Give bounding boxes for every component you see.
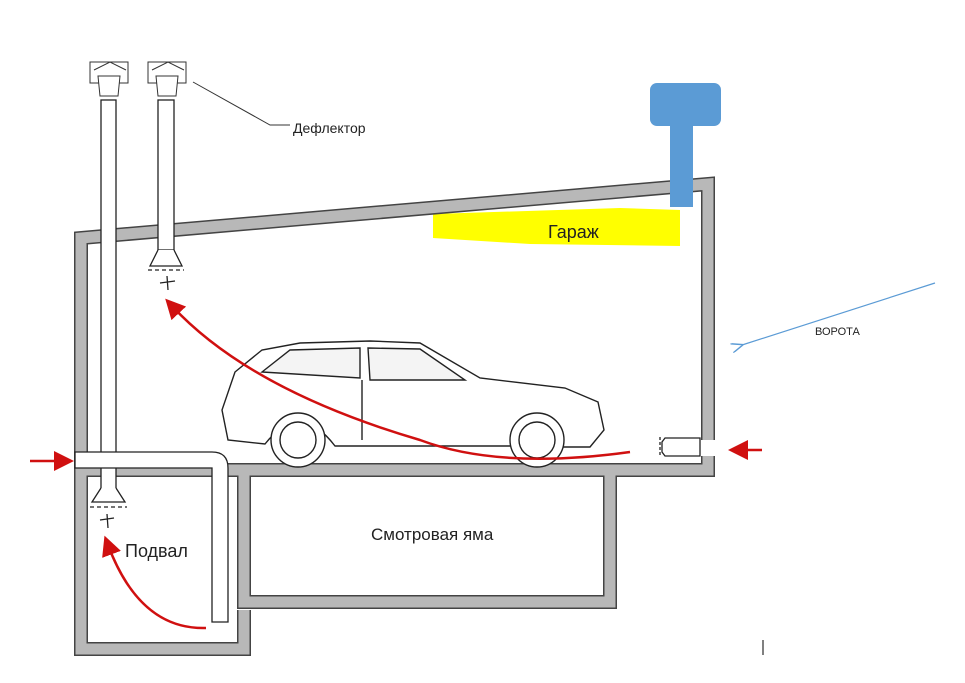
fan-icon <box>99 275 176 529</box>
garage-highlight <box>433 208 680 246</box>
pit-label: Смотровая яма <box>371 525 494 544</box>
ventilation-pipes <box>74 99 701 623</box>
deflector-label: Дефлектор <box>293 120 366 136</box>
garage-label: Гараж <box>548 222 599 242</box>
car-illustration <box>221 340 605 468</box>
building-walls <box>74 176 715 656</box>
basement-label: Подвал <box>125 541 188 561</box>
airflow-arrows <box>30 298 762 630</box>
roof-fan-unit <box>650 83 721 207</box>
deflector-icon <box>89 61 290 126</box>
gate-label: ВОРОТА <box>815 326 860 338</box>
gate-pointer <box>742 282 936 345</box>
